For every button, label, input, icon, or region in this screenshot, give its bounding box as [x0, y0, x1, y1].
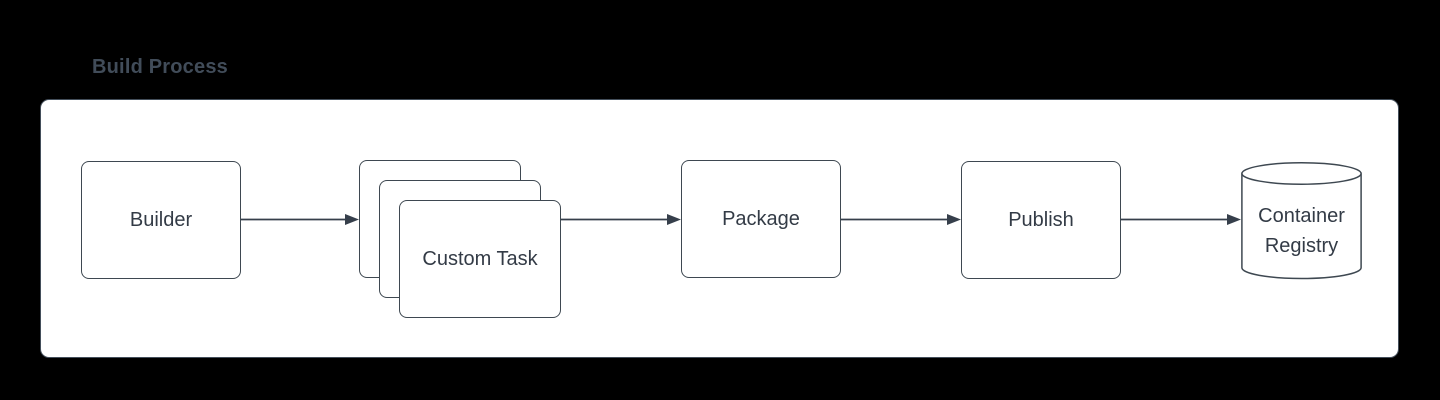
node-builder: Builder — [81, 161, 241, 279]
node-custom-task-label: Custom Task — [422, 247, 538, 270]
node-package: Package — [681, 160, 841, 278]
node-package-label: Package — [722, 207, 800, 230]
arrow-custom-task-to-package — [561, 214, 681, 225]
build-process-panel: Builder Custom Task Custom Task Custom T… — [40, 99, 1399, 358]
arrow-package-to-publish — [841, 214, 961, 225]
node-custom-task: Custom Task — [399, 200, 561, 318]
node-builder-label: Builder — [129, 208, 193, 231]
arrow-publish-to-container-registry — [1121, 214, 1241, 225]
node-container-registry: Container Registry — [1241, 162, 1362, 280]
diagram-title: Build Process — [92, 56, 228, 78]
node-publish-label: Publish — [1008, 208, 1074, 231]
cylinder-shape-icon — [1241, 162, 1362, 280]
arrow-builder-to-custom-task — [241, 214, 359, 225]
node-container-registry-label: Container Registry — [1258, 205, 1345, 257]
node-publish: Publish — [961, 161, 1121, 279]
